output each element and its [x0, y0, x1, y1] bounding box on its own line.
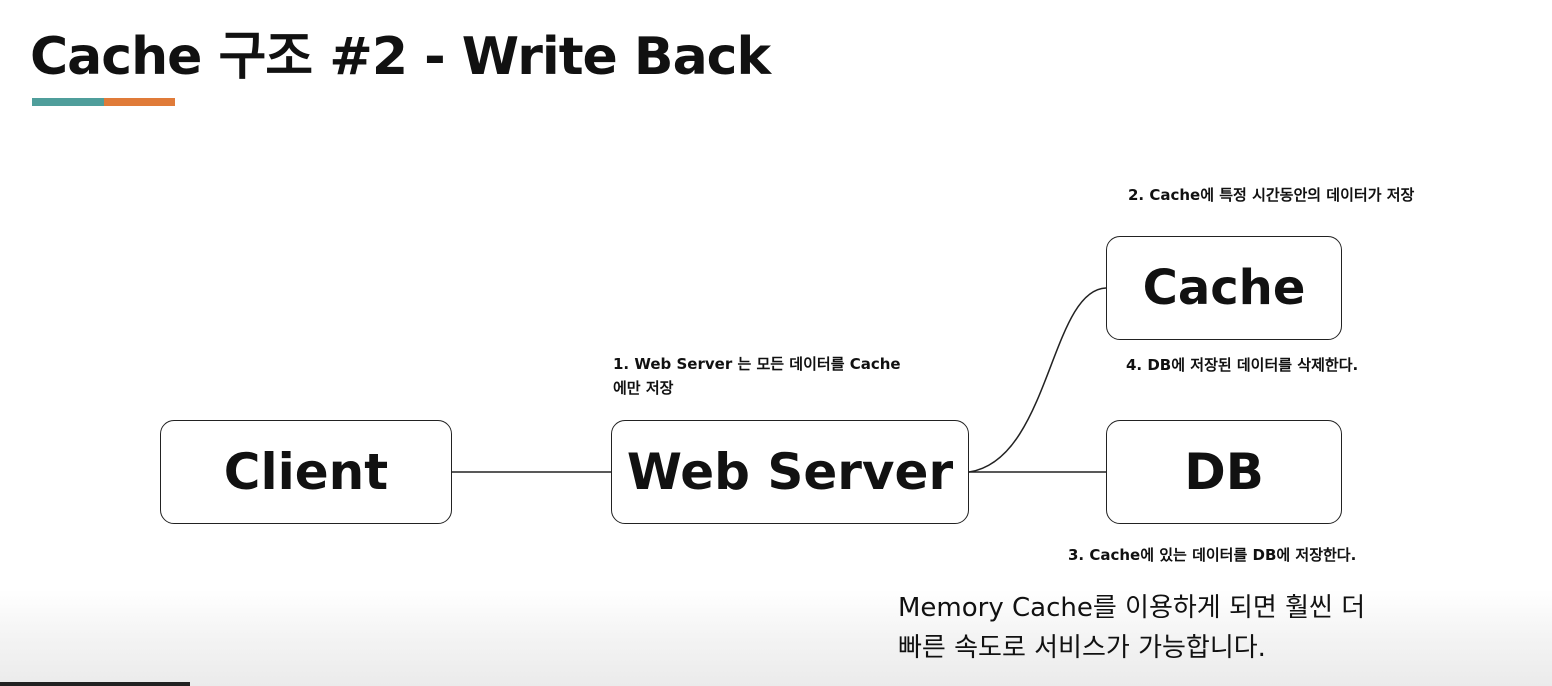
step2-note: 2. Cache에 특정 시간동안의 데이터가 저장 [1128, 186, 1415, 204]
caption-line-2: 빠른 속도로 서비스가 가능합니다. [898, 633, 1266, 663]
video-progress-bar [0, 682, 190, 686]
client-node: Client [160, 420, 452, 524]
web-server-node: Web Server [611, 420, 969, 524]
caption-line-1: Memory Cache를 이용하게 되면 훨씬 더 [898, 593, 1366, 623]
connector-webserver-cache [968, 287, 1107, 473]
caption-subtitle: Memory Cache를 이용하게 되면 훨씬 더 빠른 속도로 서비스가 가… [898, 588, 1498, 668]
slide-title: Cache 구조 #2 - Write Back [30, 27, 771, 87]
db-node: DB [1106, 420, 1342, 524]
step4-note: 4. DB에 저장된 데이터를 삭제한다. [1126, 356, 1359, 374]
cache-node: Cache [1106, 236, 1342, 340]
title-accent-teal [32, 98, 104, 106]
title-accent-orange [104, 98, 175, 106]
step3-note: 3. Cache에 있는 데이터를 DB에 저장한다. [1068, 546, 1357, 564]
step1-note: 1. Web Server 는 모든 데이터를 Cache에만 저장 [613, 355, 901, 397]
